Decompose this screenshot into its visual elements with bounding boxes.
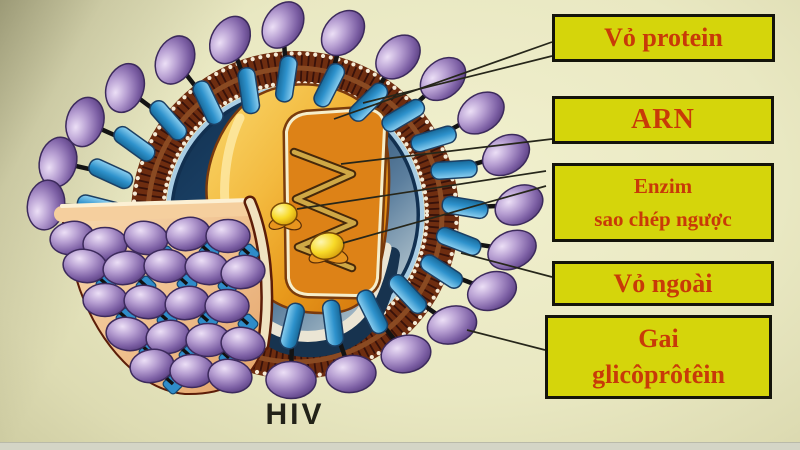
glycoprotein-knobs bbox=[26, 1, 544, 400]
label-box-arn: ARN bbox=[552, 96, 774, 144]
pointer-lines bbox=[296, 41, 553, 351]
label-vo-ngoai: Vỏ ngoài bbox=[613, 268, 713, 298]
bottom-strip bbox=[0, 442, 800, 450]
label-box-gai-glicoprotein: Gai glicôprôtêin bbox=[545, 315, 772, 399]
enzyme-balls bbox=[268, 202, 349, 264]
label-enzim-line2: sao chép ngược bbox=[594, 206, 732, 231]
label-box-vo-ngoai: Vỏ ngoài bbox=[552, 261, 774, 306]
label-gai-line1: Gai bbox=[638, 324, 679, 354]
label-box-vo-protein: Vỏ protein bbox=[552, 14, 775, 62]
label-gai-line2: glicôprôtêin bbox=[592, 360, 725, 390]
cutaway-flap bbox=[49, 195, 274, 396]
label-arn: ARN bbox=[631, 103, 695, 135]
label-enzim-line1: Enzim bbox=[633, 174, 693, 199]
label-box-enzim: Enzim sao chép ngược bbox=[552, 163, 774, 242]
arn-ribbon bbox=[289, 147, 359, 273]
label-vo-protein: Vỏ protein bbox=[604, 23, 723, 53]
diagram-caption-hiv: HIV bbox=[265, 398, 325, 431]
